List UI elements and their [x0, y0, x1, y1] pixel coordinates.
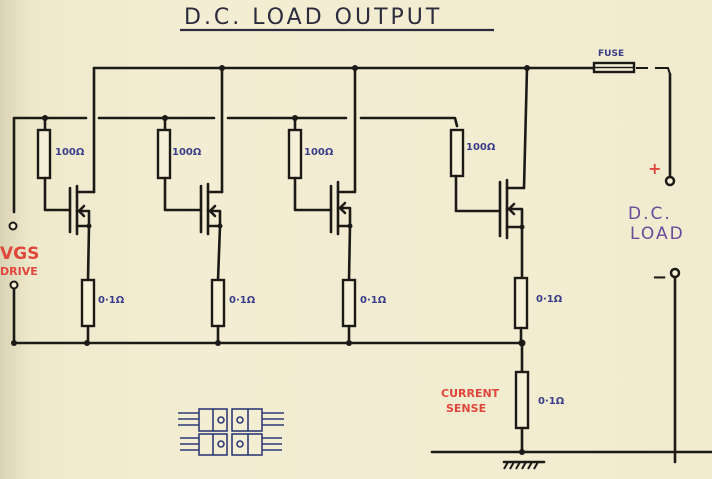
source-resistor-1 — [80, 278, 96, 328]
gate-resistor-4-label: 100Ω — [466, 142, 496, 153]
current-sense-resistor-label: 0·1Ω — [538, 396, 565, 407]
load-positive-terminal — [664, 175, 676, 187]
junction-dot — [11, 340, 17, 346]
gate-resistor-2 — [156, 128, 172, 180]
fuse — [592, 61, 636, 74]
fuse-dashed-wire — [636, 67, 671, 75]
gate-bus-seg4 — [359, 116, 459, 128]
source-resistor-4-label: 0·1Ω — [536, 294, 563, 305]
mosfet-package-icon — [178, 408, 284, 456]
dc-load-label-line1: D.C. — [628, 204, 672, 224]
fuse-label: FUSE — [598, 49, 624, 59]
current-sense-resistor — [514, 370, 530, 430]
gate-resistor-1-label: 100Ω — [55, 147, 85, 158]
source-resistor-4 — [513, 276, 529, 330]
dc-load-label-line2: LOAD — [630, 224, 685, 244]
gate-resistor-3 — [287, 128, 303, 180]
vgs-terminal-negative — [9, 280, 19, 290]
diagram-title: D.C. LOAD OUTPUT — [184, 5, 442, 30]
gate-resistor-4 — [449, 128, 465, 178]
gate-bus-left — [12, 116, 88, 214]
mosfet-stage-3 — [287, 66, 357, 345]
mosfet-stage-4 — [449, 66, 529, 345]
mosfet-stage-1 — [36, 116, 96, 345]
source-resistor-2 — [210, 278, 226, 328]
ground-icon — [502, 460, 546, 470]
source-resistor-2-label: 0·1Ω — [229, 295, 256, 306]
source-resistor-3 — [341, 278, 357, 328]
minus-sign: − — [652, 267, 667, 288]
gate-resistor-2-label: 100Ω — [172, 147, 202, 158]
current-sense-label-line2: SENSE — [446, 402, 486, 415]
current-sense-label-line1: CURRENT — [441, 387, 500, 400]
gate-resistor-3-label: 100Ω — [304, 147, 334, 158]
vgs-label: VGS — [0, 244, 39, 264]
gate-resistor-1 — [36, 128, 52, 180]
mosfet-stage-2 — [156, 66, 226, 345]
vgs-drive-label: DRIVE — [0, 265, 38, 278]
source-resistor-1-label: 0·1Ω — [98, 295, 125, 306]
vgs-terminal-positive — [8, 221, 18, 231]
source-resistor-3-label: 0·1Ω — [360, 295, 387, 306]
junction-dot — [519, 449, 525, 455]
plus-sign: + — [648, 159, 661, 178]
